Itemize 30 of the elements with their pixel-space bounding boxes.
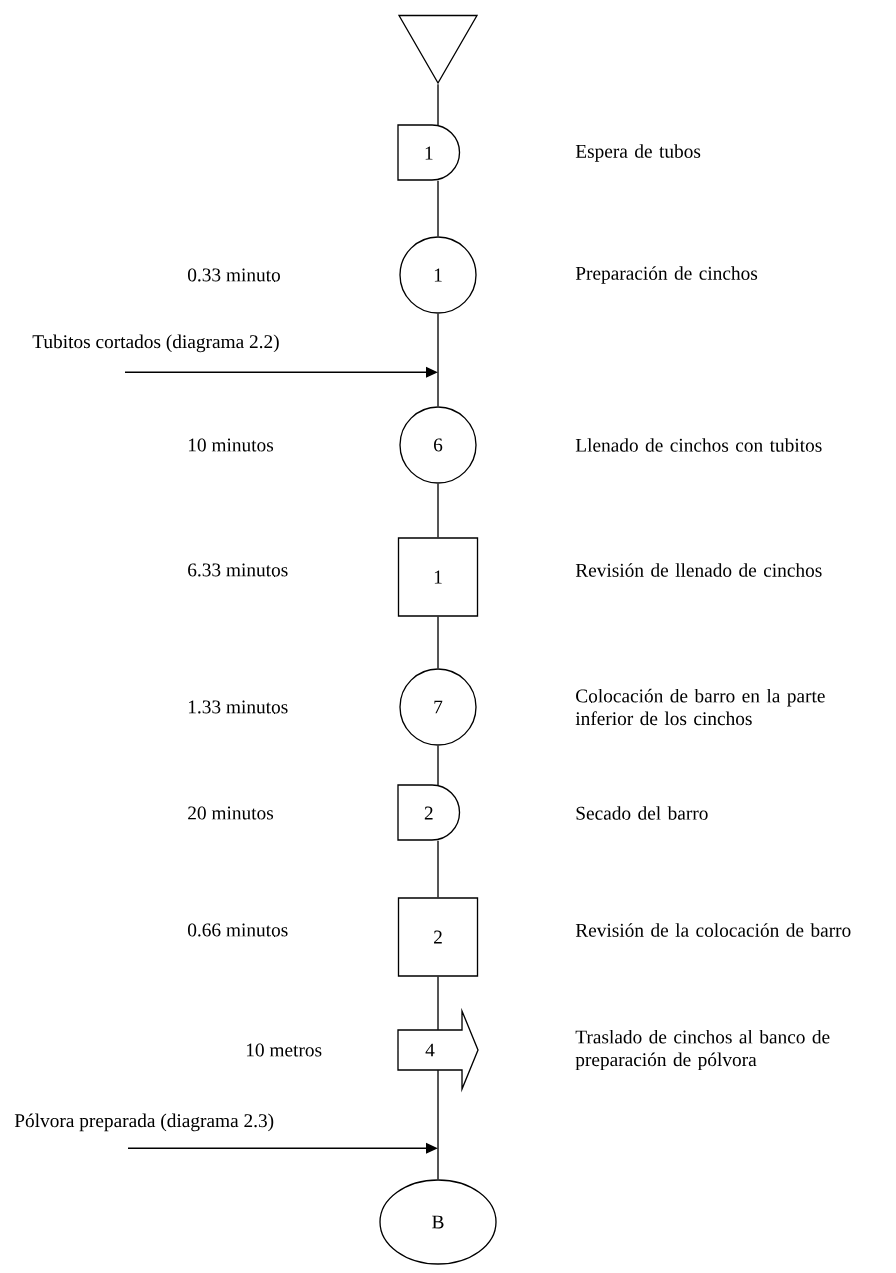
step-description: Revisión de llenado de cinchos — [575, 563, 822, 577]
time-label: 6.33 minutos — [188, 563, 288, 577]
time-label: 0.66 minutos — [188, 923, 288, 937]
connector-line — [437, 616, 439, 669]
input-arrow — [124, 366, 438, 378]
step-description: Revisión de la colocación de barro — [575, 923, 851, 937]
connector-line — [437, 745, 439, 786]
step-description: Secado del barro — [576, 806, 708, 820]
time-label: 20 minutos — [188, 806, 274, 820]
step-description: Espera de tubos — [575, 144, 701, 162]
time-label: 1.33 minutos — [188, 700, 288, 714]
time-label: 10 metros — [246, 1043, 322, 1057]
connector-line — [437, 840, 439, 898]
connector-line — [437, 313, 439, 407]
time-label: 10 minutos — [188, 438, 274, 452]
step-description: Colocación de barro en la parte inferior de los cinchos — [575, 688, 825, 726]
step-description: Preparación de cinchos — [575, 266, 758, 284]
inspection-square: 1 — [397, 537, 479, 617]
connector-line — [437, 1069, 439, 1180]
connector-line — [437, 83, 439, 126]
input-label: Pólvora preparada (diagrama 2.3) — [14, 1113, 274, 1132]
step-description: Traslado de cinchos al banco de preparación de pólvora — [575, 1029, 830, 1071]
inspection-square: 2 — [397, 897, 479, 977]
connector-line — [437, 483, 439, 538]
step-description: Llenado de cinchos con tubitos — [575, 438, 822, 452]
time-label: 0.33 minuto — [188, 268, 280, 282]
connector-line — [437, 976, 439, 1031]
input-label: Tubitos cortados (diagrama 2.2) — [32, 334, 279, 353]
connector-line — [437, 180, 439, 237]
input-arrow — [127, 1142, 438, 1154]
